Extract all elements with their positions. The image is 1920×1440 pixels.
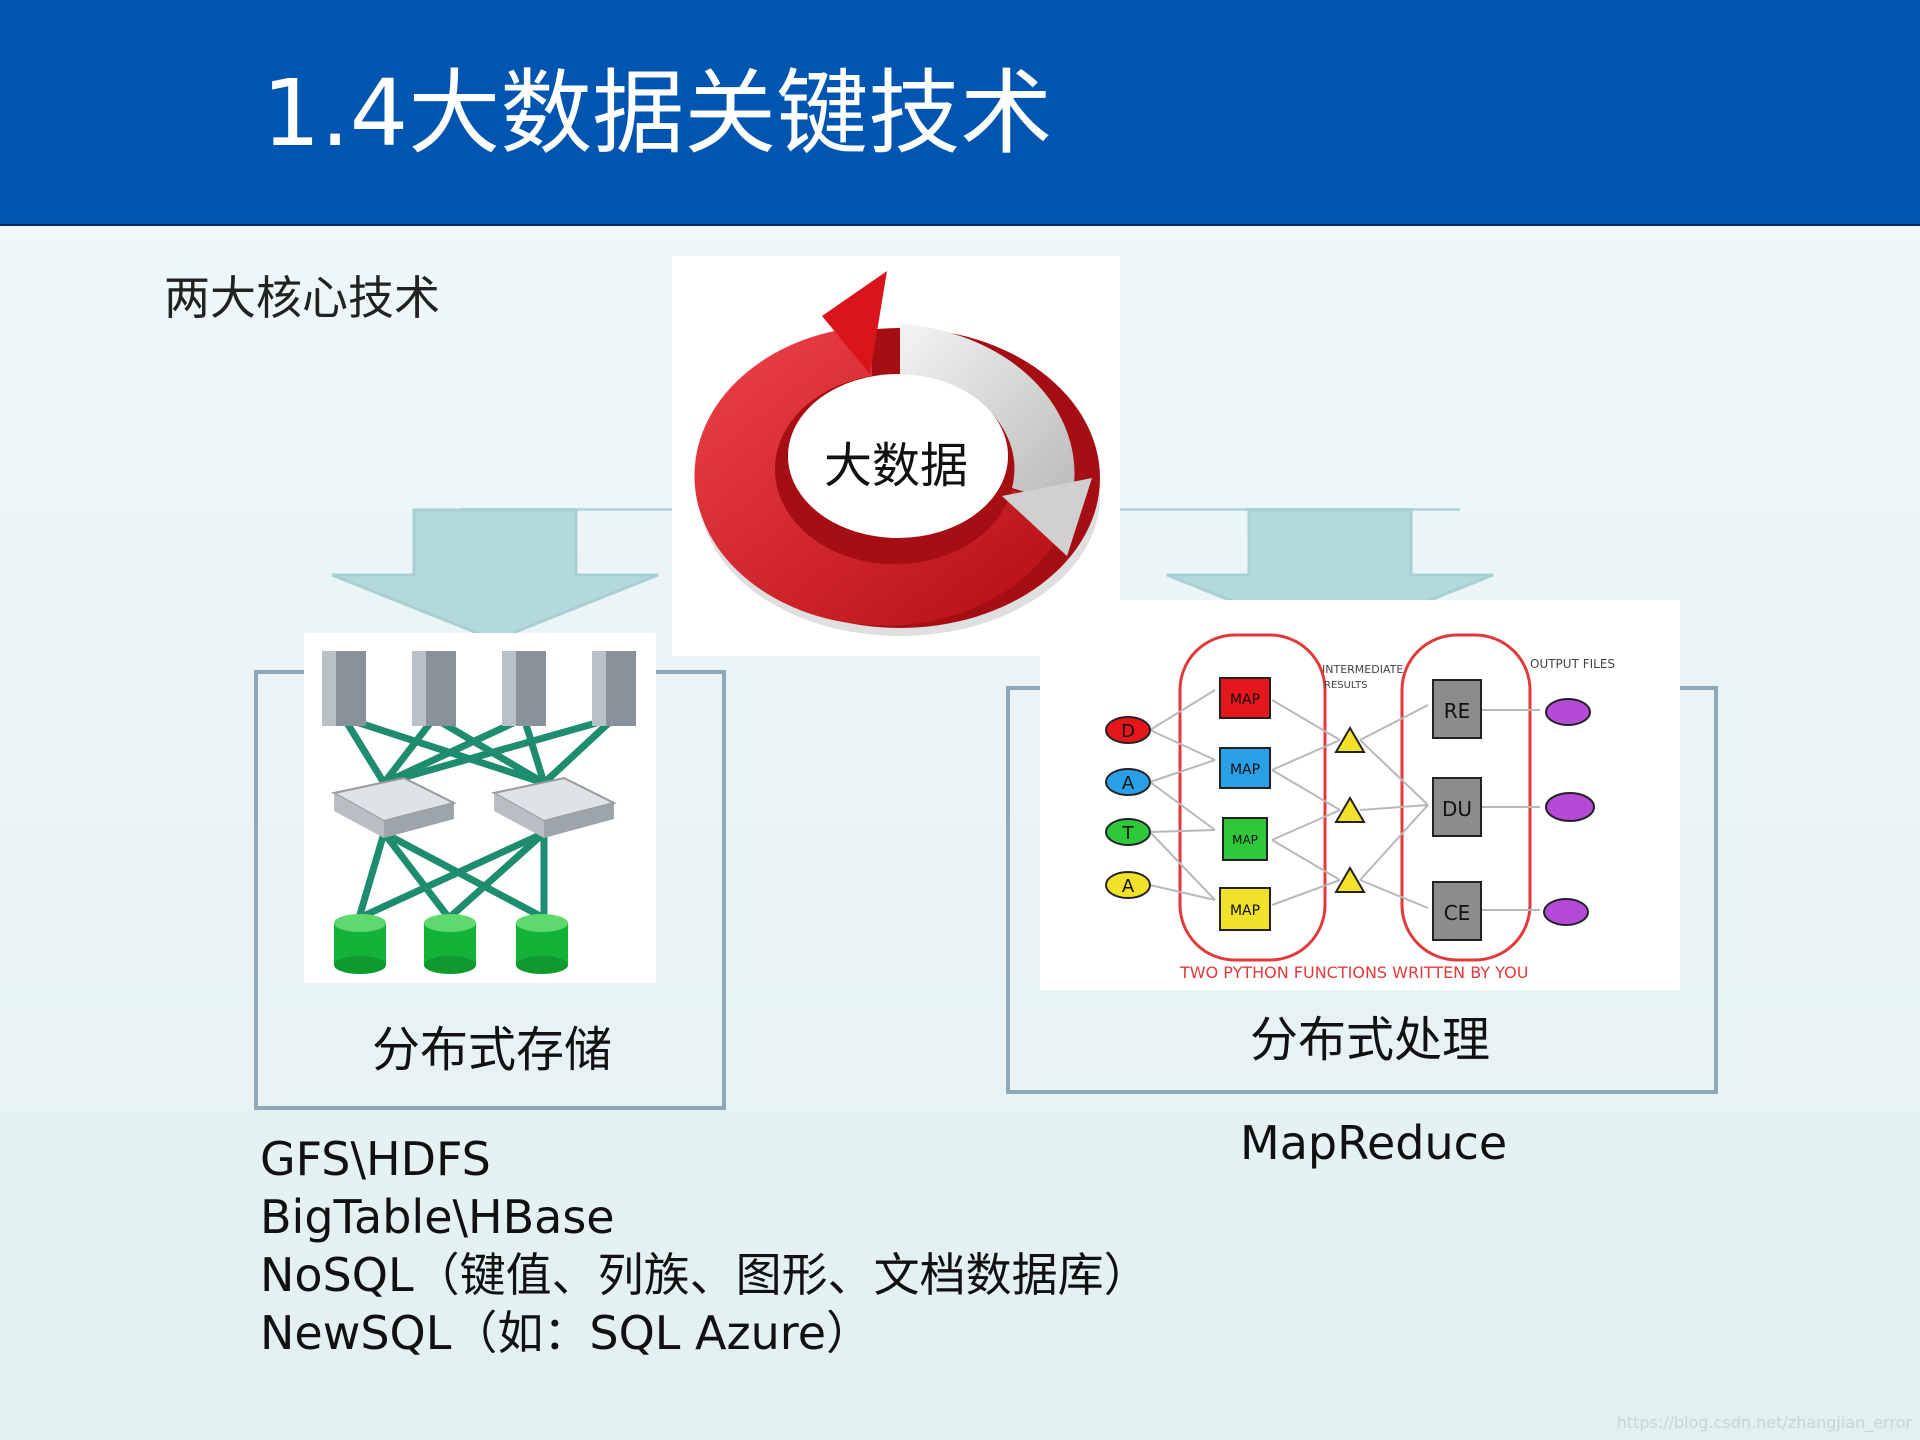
center-label: 大数据 [823,438,968,494]
subtitle-text: 两大核心技术 [164,271,440,325]
cycle-ring-icon [694,271,1100,636]
output-files-label: OUTPUT FILES [1530,657,1615,671]
title-bar: 1.4大数据关键技术 [0,0,1920,226]
processing-item: MapReduce [1240,1116,1508,1170]
storage-item: GFS\HDFS [260,1132,491,1186]
input-a-label: A [1122,773,1135,794]
arrow-down-left-icon [331,508,659,642]
map-label: MAP [1230,692,1260,708]
processing-label: 分布式处理 [1250,1012,1491,1068]
input-a2-label: A [1122,876,1135,897]
mapreduce-illustration: D A T A MAP MAP MAP MAP INTERMEDIATE RES… [1040,600,1680,990]
diagram-caption: TWO PYTHON FUNCTIONS WRITTEN BY YOU [1179,963,1528,982]
map-label: MAP [1230,903,1260,919]
storage-item: NewSQL（如：SQL Azure） [260,1306,872,1360]
reduce-label: CE [1444,901,1471,925]
bigdata-ring-graphic: 大数据 [672,256,1120,656]
watermark-text: https://blog.csdn.net/zhangjian_error [1616,1413,1912,1432]
server-network-icon [322,651,636,974]
storage-label: 分布式存储 [372,1022,613,1078]
storage-item: NoSQL（键值、列族、图形、文档数据库） [260,1248,1150,1302]
input-t-label: T [1122,823,1135,844]
reduce-label: DU [1442,797,1472,821]
input-d-label: D [1121,721,1135,742]
intermediate-label-2: RESULTS [1324,680,1368,691]
mapreduce-diagram: D A T A MAP MAP MAP MAP INTERMEDIATE RES… [1105,633,1615,982]
storage-item: BigTable\HBase [260,1190,615,1244]
slide-title: 1.4大数据关键技术 [262,60,1053,167]
reduce-label: RE [1444,699,1471,723]
intermediate-label: INTERMEDIATE [1322,663,1403,676]
map-label: MAP [1230,762,1260,778]
storage-illustration [304,633,656,983]
map-label: MAP [1232,833,1258,847]
